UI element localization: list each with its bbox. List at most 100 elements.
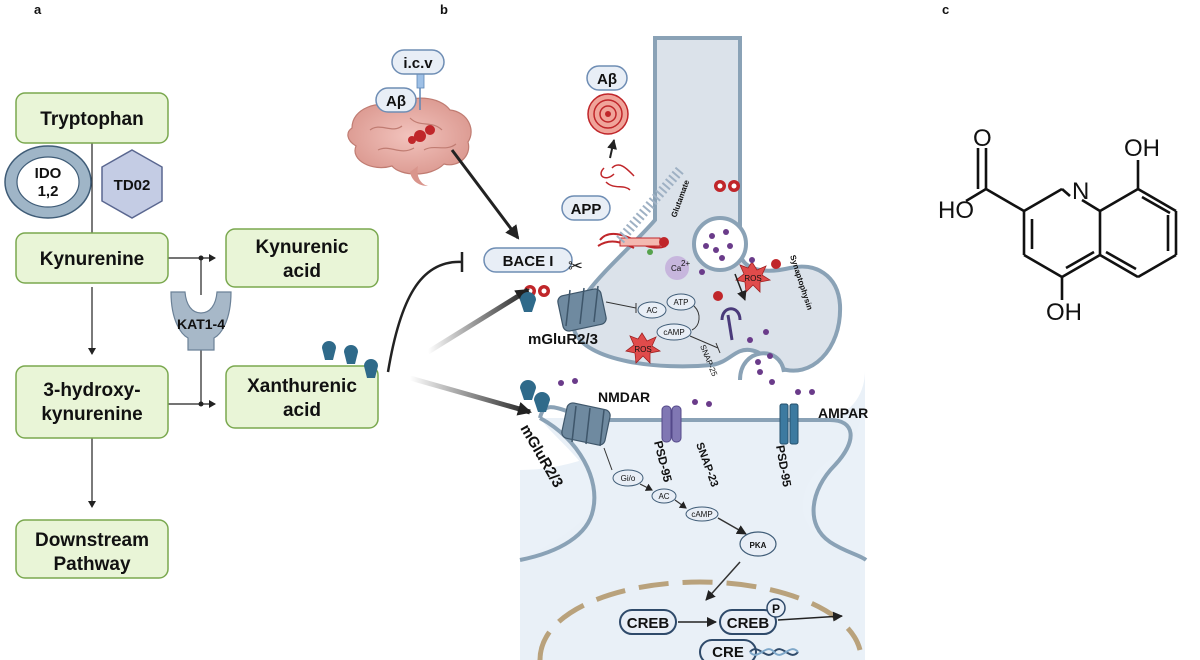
atp-badge: ATP xyxy=(666,293,696,311)
kynurenic-acid-box: Kynurenic acid xyxy=(225,228,379,288)
cre-label: CRE xyxy=(712,644,744,660)
creb-right-badge: CREB xyxy=(719,609,777,635)
glutamate-cluster xyxy=(714,180,740,192)
chem-ho: HO xyxy=(938,197,974,224)
synaptophysin-marker xyxy=(771,259,781,269)
abeta-brain-label: Aβ xyxy=(386,93,406,110)
ido-label-2: 1,2 xyxy=(38,183,59,200)
downstream-box: Downstream Pathway xyxy=(15,519,169,579)
abeta-plaque-label: Aβ xyxy=(597,71,617,88)
hydroxy-kynurenine-label-2: kynurenine xyxy=(41,404,142,425)
creb-right-label: CREB xyxy=(727,615,770,632)
calcium-sup: 2+ xyxy=(681,259,690,268)
downstream-label-1: Downstream xyxy=(35,530,149,551)
mglur-top-receptor xyxy=(520,285,607,332)
kat-enzyme: KAT1-4 xyxy=(170,291,232,351)
panel-a: Tryptophan Kynurenine Kynurenic acid 3-h… xyxy=(4,92,379,579)
arrow-fragments-plaque xyxy=(607,139,617,159)
camp-top-badge: cAMP xyxy=(656,323,692,341)
ac-bottom-label: AC xyxy=(658,492,669,501)
kynurenic-acid-label-1: Kynurenic xyxy=(256,237,349,258)
chem-oh-top: OH xyxy=(1124,135,1160,162)
app-protein-icon xyxy=(597,233,669,255)
kynurenine-label: Kynurenine xyxy=(40,249,145,270)
downstream-label-2: Pathway xyxy=(53,554,131,575)
camp-top-label: cAMP xyxy=(663,328,684,337)
bace-badge: BACE I xyxy=(483,247,573,273)
tdo-enzyme: TD02 xyxy=(101,149,163,219)
fusing-vesicle xyxy=(738,351,786,381)
tryptophan-label: Tryptophan xyxy=(40,109,143,130)
camp-bottom-label: cAMP xyxy=(691,510,712,519)
mglur-top-label: mGluR2/3 xyxy=(528,331,598,348)
cre-badge: CRE xyxy=(699,639,757,660)
panel-letter-c: c xyxy=(942,2,949,17)
panel-b: i.c.v Aβ BACE I ✂ Aβ xyxy=(322,36,868,660)
kynurenine-box: Kynurenine xyxy=(15,232,169,284)
ido-enzyme: IDO 1,2 xyxy=(4,145,92,219)
arrow-xa-mglur-top xyxy=(426,287,530,355)
bace-label: BACE I xyxy=(503,253,554,270)
dna-icon xyxy=(749,648,799,656)
chem-o-top: O xyxy=(973,125,992,152)
ido-label-1: IDO xyxy=(35,165,62,182)
pka-label: PKA xyxy=(750,541,767,550)
amyloid-plaque-icon xyxy=(587,93,629,135)
abeta-fragments-icon xyxy=(600,164,635,191)
membrane-hatch xyxy=(616,166,684,244)
camp-bottom-badge: cAMP xyxy=(685,506,719,522)
xanthurenic-acid-label-2: acid xyxy=(283,400,321,421)
ac-top-label: AC xyxy=(646,306,657,315)
calcium-badge: Ca 2+ xyxy=(665,256,690,280)
xanthurenic-acid-box: Xanthurenic acid xyxy=(225,365,379,429)
arrow-brain-bace xyxy=(450,149,520,240)
icv-label: i.c.v xyxy=(403,55,433,72)
creb-left-badge: CREB xyxy=(619,609,677,635)
abeta-brain-badge: Aβ xyxy=(375,87,417,113)
kynurenic-acid-label-2: acid xyxy=(283,261,321,282)
ac-top-badge: AC xyxy=(637,301,667,319)
panel-letter-b: b xyxy=(440,2,448,17)
xa-inhibits-bace xyxy=(386,260,463,373)
icv-badge: i.c.v xyxy=(391,49,445,75)
calcium-label: Ca xyxy=(671,264,682,273)
released-glutamate xyxy=(558,257,815,407)
scissors-icon: ✂ xyxy=(568,256,583,276)
app-label: APP xyxy=(571,201,602,218)
ac-bottom-badge: AC xyxy=(651,488,677,504)
ampar-receptor xyxy=(779,403,799,445)
phospho-badge: P xyxy=(766,598,786,618)
tdo-label: TD02 xyxy=(114,177,151,194)
ros-star-mid: ROS xyxy=(625,332,662,364)
synaptic-vesicle xyxy=(692,216,748,272)
nmdar-label: NMDAR xyxy=(598,389,650,405)
creb-left-label: CREB xyxy=(627,615,670,632)
panel-c-structure xyxy=(965,148,1178,300)
hydroxy-kynurenine-box: 3-hydroxy- kynurenine xyxy=(15,365,169,439)
app-badge: APP xyxy=(561,195,611,221)
arrow-xa-mglur-bottom xyxy=(409,375,532,416)
atp-label: ATP xyxy=(674,298,689,307)
abeta-plaque-badge: Aβ xyxy=(586,65,628,91)
xanthurenic-acid-label-1: Xanthurenic xyxy=(247,376,357,397)
chem-oh-bottom: OH xyxy=(1046,299,1082,326)
pka-badge: PKA xyxy=(739,531,777,557)
postsynaptic-membrane-left xyxy=(519,416,597,562)
phospho-label: P xyxy=(772,602,780,616)
snap25-protein-icon xyxy=(720,307,742,341)
gio-badge: Gi/o xyxy=(612,469,644,487)
mglur-bottom-receptor xyxy=(520,380,611,447)
hydroxy-kynurenine-label-1: 3-hydroxy- xyxy=(43,380,140,401)
ros-mid-label: ROS xyxy=(634,345,651,354)
chem-n: N xyxy=(1072,178,1089,205)
ampar-label: AMPAR xyxy=(818,405,868,421)
ros-top-label: ROS xyxy=(744,274,761,283)
panel-letter-a: a xyxy=(34,2,42,17)
ros-star-top: ROS xyxy=(735,261,772,293)
brain-icon xyxy=(347,97,472,186)
xa-ligands-panel-a xyxy=(322,341,378,378)
tryptophan-box: Tryptophan xyxy=(15,92,169,144)
gio-label: Gi/o xyxy=(621,474,636,483)
kat-label: KAT1-4 xyxy=(177,316,225,332)
